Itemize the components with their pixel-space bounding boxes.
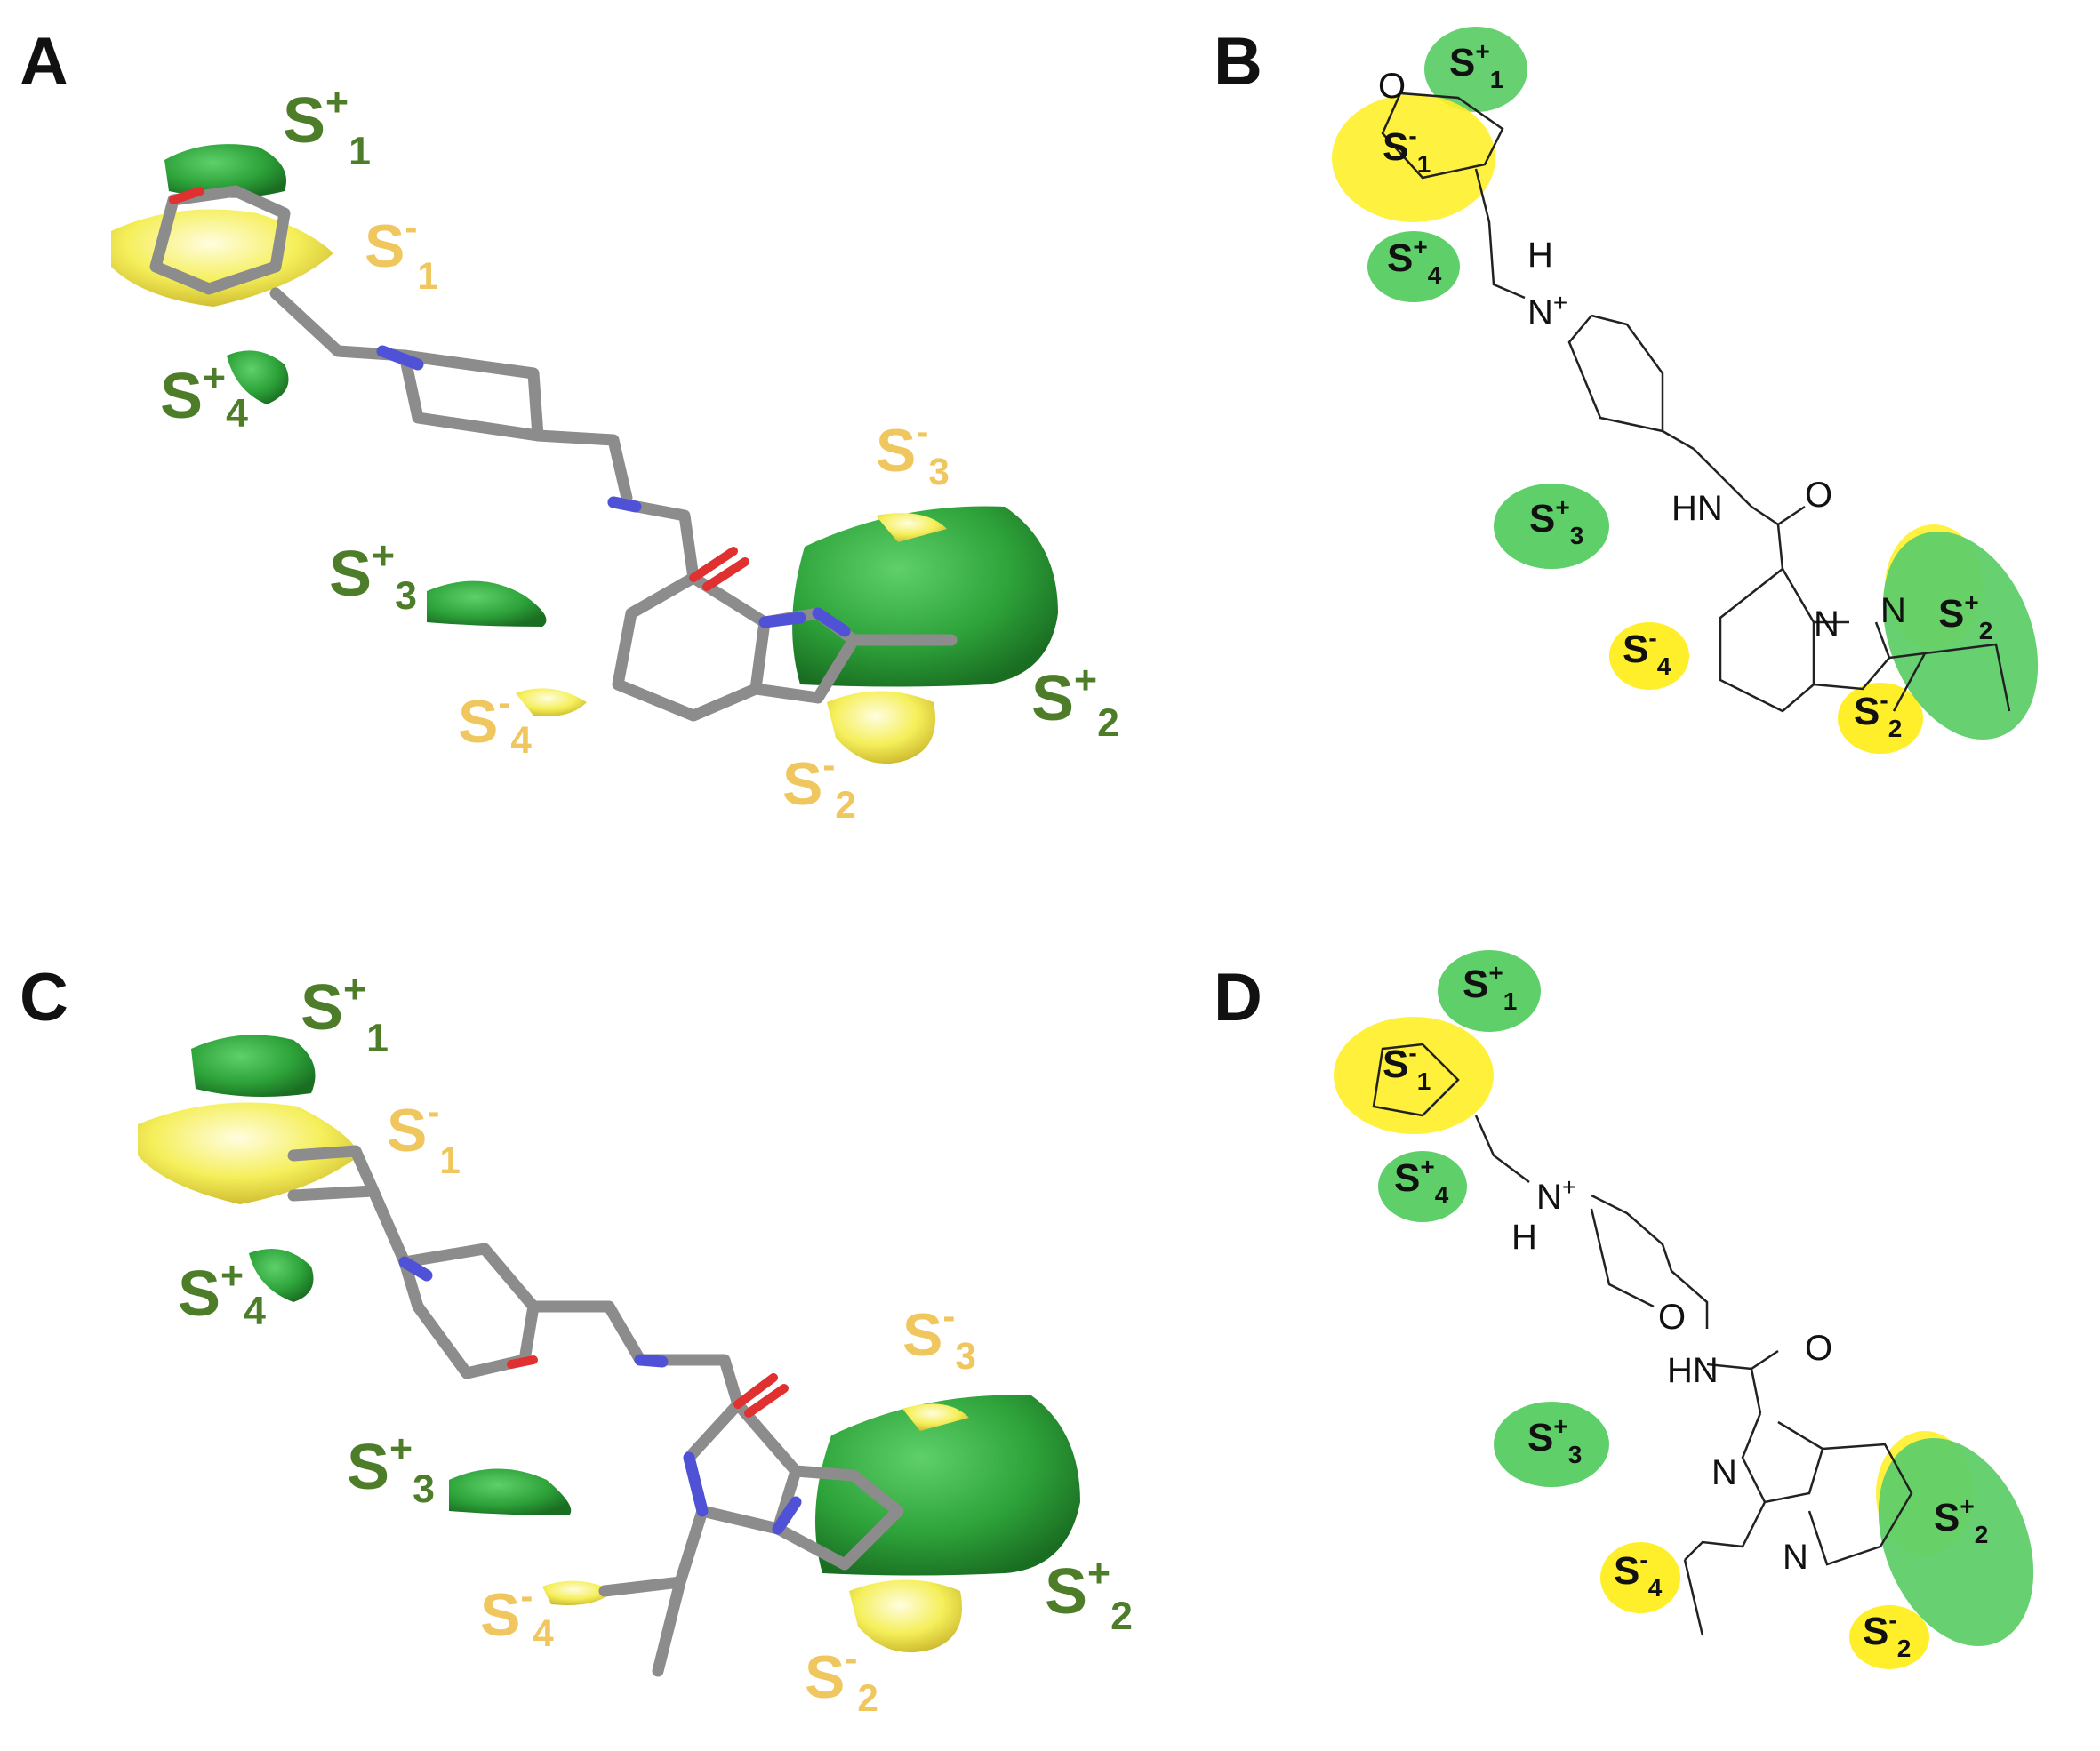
blob-s-minus-4-d <box>1600 1542 1680 1613</box>
label-s-plus-1-a: S+1 <box>283 81 371 173</box>
field-s-plus-1-c <box>191 1035 316 1097</box>
field-s-minus-2-a <box>827 691 935 764</box>
panel-b-2d-structure: O H N+ HN O N N S+1 S-1 S+4 S+3 S-4 S+2 … <box>1332 27 2039 754</box>
label-s-minus-2-a: S-2 <box>782 744 856 826</box>
blob-s-plus-4-d <box>1378 1151 1467 1222</box>
label-s-minus-2-d: S-2 <box>1863 1606 1911 1662</box>
atom-n1-d: N <box>1711 1453 1737 1492</box>
label-s-plus-2-c: S+2 <box>1045 1552 1133 1638</box>
atom-nplus-d: N+ <box>1536 1173 1576 1217</box>
atom-o-b: O <box>1378 67 1406 106</box>
field-s-minus-3-c <box>902 1403 969 1431</box>
blob-s-minus-1-d <box>1334 1017 1494 1134</box>
atom-o2-d: O <box>1805 1329 1832 1368</box>
label-s-plus-4-b: S+4 <box>1387 233 1442 289</box>
atom-n1-b: N <box>1814 604 1840 644</box>
label-s-plus-3-d: S+3 <box>1527 1412 1582 1468</box>
label-s-plus-2-b: S+2 <box>1938 588 1992 644</box>
field-s-plus-4-a <box>227 350 289 404</box>
label-s-plus-3-b: S+3 <box>1529 493 1583 549</box>
label-s-plus-1-d: S+1 <box>1463 959 1517 1015</box>
atom-o-d: O <box>1658 1298 1686 1337</box>
field-s-plus-4-c <box>249 1249 314 1302</box>
blob-s-plus-2-b <box>1882 531 2039 740</box>
atom-hn-d: HN <box>1667 1351 1719 1390</box>
label-s-plus-2-d: S+2 <box>1934 1492 1988 1548</box>
label-s-plus-3-c: S+3 <box>347 1427 435 1511</box>
atom-h-b: H <box>1527 236 1553 275</box>
label-s-plus-4-d: S+4 <box>1394 1153 1449 1209</box>
blob-s-plus-1-b <box>1424 27 1527 112</box>
label-s-minus-4-d: S-4 <box>1614 1546 1663 1602</box>
blob-s-plus-3-b <box>1494 484 1609 569</box>
label-s-plus-4-c: S+4 <box>178 1254 266 1333</box>
field-s-plus-3-a <box>427 580 547 627</box>
field-s-plus-3-c <box>449 1468 572 1515</box>
blob-s-minus-2-d <box>1849 1605 1929 1669</box>
label-s-minus-1-c: S-1 <box>387 1091 461 1181</box>
panel-label-a: A <box>20 24 68 100</box>
field-s-minus-4-c <box>542 1580 613 1605</box>
label-s-minus-1-b: S-1 <box>1383 122 1431 178</box>
field-s-minus-1-c <box>138 1102 360 1204</box>
panel-a-3d-model: S+1 S-1 S+4 S-3 S+3 S-4 S+2 S-2 <box>111 81 1119 826</box>
label-s-minus-2-c: S-2 <box>805 1637 878 1719</box>
atom-o2-b: O <box>1805 476 1832 515</box>
label-s-plus-3-a: S+3 <box>329 534 417 618</box>
field-s-minus-3-a <box>876 513 947 542</box>
field-s-plus-1-a <box>164 144 286 198</box>
blob-s-minus-1-b <box>1332 94 1495 222</box>
label-s-minus-3-c: S-3 <box>902 1295 976 1377</box>
panel-d-2d-structure: N+ H O HN O N N S+1 S-1 S+4 S+3 S-4 S+2 … <box>1334 950 2034 1669</box>
label-s-minus-1-a: S-1 <box>365 206 438 297</box>
field-s-minus-1-a <box>111 209 333 307</box>
atom-hn-b: HN <box>1671 489 1723 528</box>
label-s-plus-1-c: S+1 <box>301 968 389 1060</box>
field-s-minus-2-c <box>849 1579 962 1653</box>
panel-label-c: C <box>20 960 68 1035</box>
label-s-minus-3-a: S-3 <box>876 411 950 492</box>
panel-label-b: B <box>1214 24 1262 100</box>
label-s-minus-4-a: S-4 <box>458 682 532 761</box>
panel-label-d: D <box>1214 960 1262 1035</box>
atom-n2-b: N <box>1880 591 1906 630</box>
field-s-minus-4-a <box>516 688 587 716</box>
blob-s-plus-4-b <box>1367 231 1460 302</box>
blob-s-plus-3-d <box>1494 1402 1609 1487</box>
atom-h-d: H <box>1511 1218 1537 1257</box>
blob-s-plus-2-d <box>1878 1437 2034 1647</box>
label-s-plus-2-a: S+2 <box>1031 659 1119 745</box>
blob-s-minus-4-b <box>1609 622 1689 690</box>
label-s-minus-1-d: S-1 <box>1383 1039 1431 1095</box>
label-s-plus-1-b: S+1 <box>1449 37 1503 93</box>
atom-nplus-b: N+ <box>1527 289 1567 332</box>
atom-n2-d: N <box>1783 1538 1808 1577</box>
blob-s-plus-1-d <box>1438 950 1541 1032</box>
label-s-minus-4-b: S-4 <box>1623 624 1671 680</box>
label-s-plus-4-a: S+4 <box>160 356 248 436</box>
blob-s-minus-2-b <box>1838 683 1923 754</box>
label-s-minus-2-b: S-2 <box>1854 686 1902 742</box>
panel-c-3d-model: S+1 S-1 S+4 S-3 S+3 S-4 S+2 S-2 <box>138 968 1133 1719</box>
label-s-minus-4-c: S-4 <box>480 1575 554 1654</box>
